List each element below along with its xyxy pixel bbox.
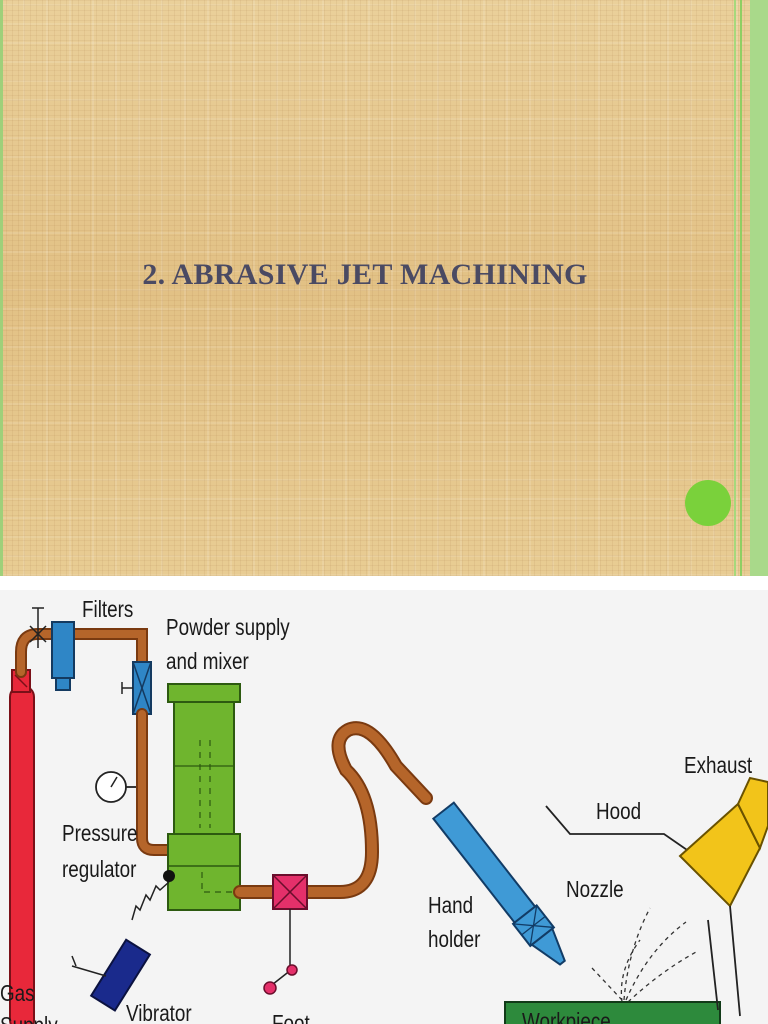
slide-right-border-line-2 bbox=[740, 0, 742, 576]
label-gas: Gas bbox=[0, 980, 35, 1006]
gas-cylinder bbox=[9, 669, 35, 1024]
hand-holder-nozzle bbox=[431, 801, 566, 966]
label-regulator: regulator bbox=[62, 856, 137, 882]
slide-gap bbox=[0, 576, 768, 590]
abrasive-jet-diagram: Filters Powder supply and mixer Pressure… bbox=[0, 590, 768, 1024]
label-foot: Foot bbox=[272, 1010, 310, 1024]
label-nozzle: Nozzle bbox=[566, 876, 624, 902]
regulator-pipe bbox=[136, 708, 178, 856]
label-pressure: Pressure bbox=[62, 820, 138, 846]
filter-unit bbox=[51, 621, 75, 691]
hood bbox=[545, 805, 719, 1011]
label-filters: Filters bbox=[82, 596, 134, 622]
label-hand: Hand bbox=[428, 892, 474, 918]
exhaust-funnel bbox=[678, 776, 768, 1017]
slide-left-border bbox=[0, 0, 3, 576]
label-holder: holder bbox=[428, 926, 481, 952]
title-slide: 2. ABRASIVE JET MACHINING bbox=[0, 0, 768, 576]
label-and-mixer: and mixer bbox=[166, 648, 249, 674]
label-hood: Hood bbox=[596, 798, 642, 824]
diagram-drawing bbox=[9, 607, 768, 1024]
abrasive-spray bbox=[591, 907, 697, 1003]
label-workpiece: Workpiece bbox=[522, 1008, 611, 1024]
gas-pipe bbox=[15, 628, 148, 678]
label-powder-supply: Powder supply bbox=[166, 614, 290, 640]
foot-valve bbox=[263, 874, 308, 995]
label-vibrator: Vibrator bbox=[126, 1000, 192, 1024]
label-exhaust: Exhaust bbox=[684, 752, 753, 778]
abrasive-hose bbox=[233, 721, 433, 899]
powder-mixer bbox=[167, 683, 241, 911]
vibrator-unit bbox=[71, 870, 175, 1012]
shutoff-valve bbox=[29, 607, 47, 648]
regulator-valve bbox=[121, 661, 152, 715]
slide-right-border-bar bbox=[750, 0, 768, 576]
workpiece bbox=[504, 1001, 721, 1024]
slide-title: 2. ABRASIVE JET MACHINING bbox=[142, 258, 588, 291]
pressure-gauge bbox=[95, 771, 136, 803]
accent-dot bbox=[685, 480, 731, 526]
label-supply: Supply bbox=[0, 1012, 58, 1024]
slide-right-border-line bbox=[734, 0, 736, 576]
